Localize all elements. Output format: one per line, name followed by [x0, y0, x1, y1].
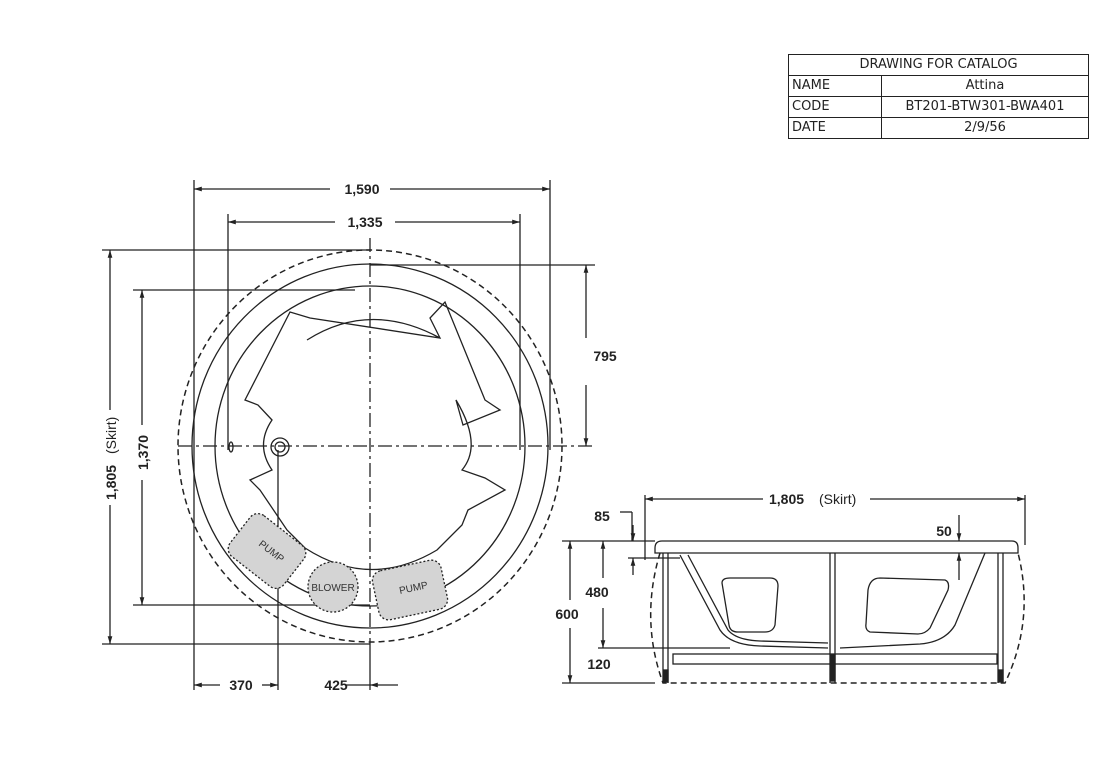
dim-depth: 480: [585, 584, 609, 600]
pump-left: [227, 512, 307, 590]
dim-elev-width-skirt-note: (Skirt): [819, 491, 856, 507]
plan-view: [102, 180, 595, 690]
code-value: BT201-BTW301-BWA401: [881, 96, 1089, 118]
dim-elev-width-skirt: 1,805: [769, 491, 804, 507]
dim-rim: 85: [594, 508, 610, 524]
dim-height-skirt: 1,805: [103, 465, 119, 500]
dim-bottom-right: 425: [324, 677, 348, 693]
blower: [307, 561, 359, 613]
dim-height-inner: 1,370: [135, 435, 151, 470]
dim-bottom-left: 370: [229, 677, 253, 693]
pump-right: [371, 559, 449, 621]
dim-lip: 50: [936, 523, 952, 539]
dim-height-skirt-note: (Skirt): [103, 417, 119, 454]
date-label: DATE: [788, 117, 882, 139]
dim-leg: 120: [587, 656, 611, 672]
blower-label: BLOWER: [311, 583, 354, 594]
dim-total-height: 600: [555, 606, 579, 622]
date-value: 2/9/56: [881, 117, 1089, 139]
plan-dimension-labels: 1,590 1,335 795 370 425 1,805 (Skirt) 1,…: [103, 181, 617, 693]
elevation-dimension-labels: 1,805 (Skirt) 85 50 600 480 120: [555, 491, 952, 672]
elevation-view: [562, 495, 1026, 684]
dim-drain-offset: 795: [593, 348, 617, 364]
dim-width-inner: 1,335: [347, 214, 382, 230]
dim-width-outer: 1,590: [344, 181, 379, 197]
